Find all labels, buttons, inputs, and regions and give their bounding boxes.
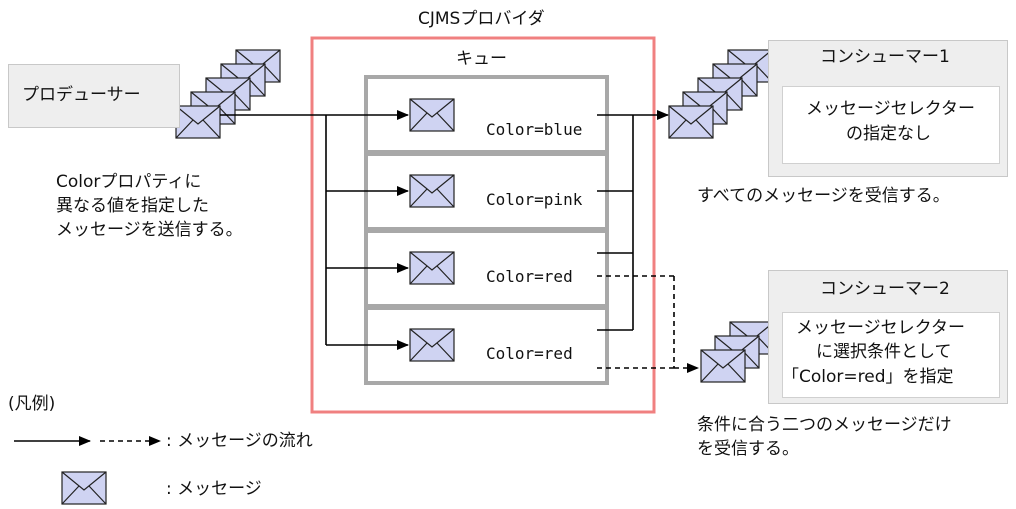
legend-message-label: : メッセージ xyxy=(166,479,262,499)
producer-label: プロデューサー xyxy=(22,85,141,105)
consumer1-selector-line: の指定なし xyxy=(846,124,931,144)
consumer2-selector-box xyxy=(782,312,1000,398)
consumer1-selector-box xyxy=(782,86,1000,164)
legend-envelope-icon xyxy=(61,471,107,505)
consumer1-title: コンシューマー1 xyxy=(820,47,950,67)
message-label: Color=blue xyxy=(486,120,583,139)
producer-description-line: 異なる値を指定した xyxy=(56,196,209,216)
provider-title: CJMSプロバイダ xyxy=(418,9,545,29)
producer-envelope-stack xyxy=(175,49,281,139)
consumer2-result-line: 条件に合う二つのメッセージだけ xyxy=(697,415,952,435)
consumer1-selector-line: メッセージセレクター xyxy=(806,99,975,119)
queue-title: キュー xyxy=(456,49,507,69)
message-label: Color=pink xyxy=(486,190,583,209)
consumer2-selector-line: メッセージセレクター xyxy=(796,318,965,338)
consumer1-flow-lines xyxy=(597,110,669,331)
consumer1-result: すべてのメッセージを受信する。 xyxy=(697,186,950,206)
message-label: Color=red xyxy=(486,344,573,363)
consumer2-envelope-stack xyxy=(700,321,775,383)
consumer2-selector-line: 「Color=red」を指定 xyxy=(782,367,954,387)
consumer2-selector-line: に選択条件として xyxy=(816,342,952,362)
producer-flow-lines xyxy=(220,110,409,350)
producer-description-line: メッセージを送信する。 xyxy=(56,220,243,240)
consumer1-envelope-stack xyxy=(668,49,773,139)
legend-title: (凡例) xyxy=(8,394,56,414)
consumer2-result-line: を受信する。 xyxy=(697,439,799,459)
consumer2-title: コンシューマー2 xyxy=(820,279,950,299)
consumer2-flow-lines xyxy=(597,275,699,373)
provider-box xyxy=(310,36,656,414)
producer-description-line: Colorプロパティに xyxy=(56,172,202,192)
legend-flow-label: : メッセージの流れ xyxy=(166,431,313,451)
message-label: Color=red xyxy=(486,267,573,286)
producer-box xyxy=(8,64,180,128)
